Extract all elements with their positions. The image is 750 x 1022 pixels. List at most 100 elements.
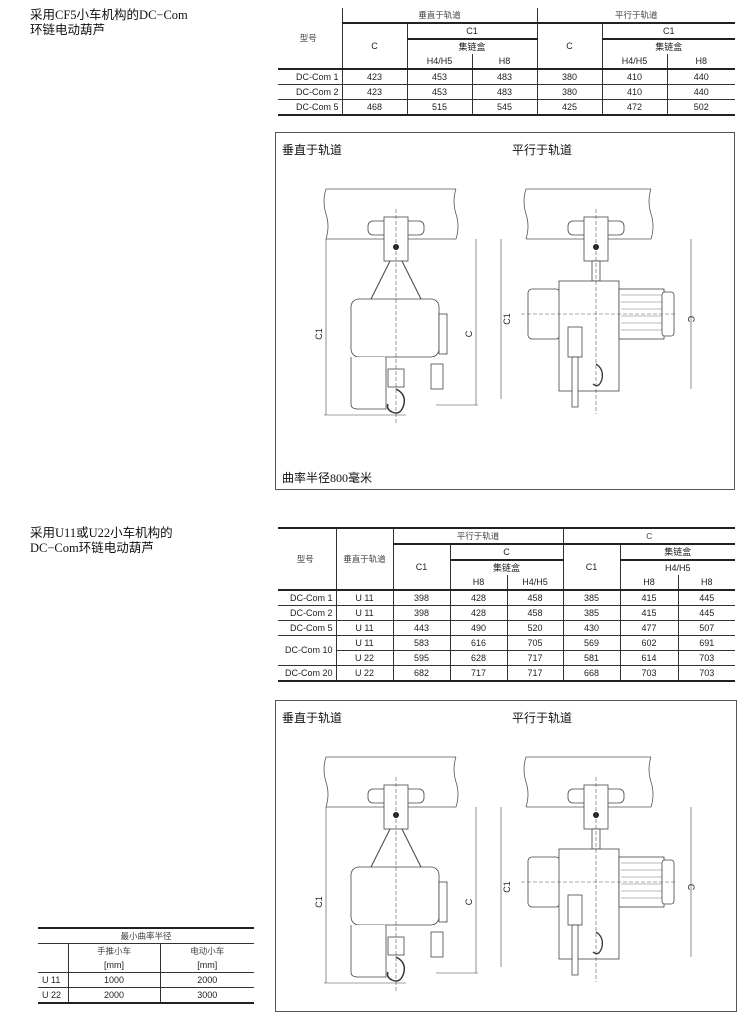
- header-manual-trolley: 手推小车: [67, 943, 160, 958]
- value-cell: 668: [562, 665, 621, 682]
- caption-radius: 曲率半径800毫米: [282, 471, 373, 485]
- suspension: [370, 828, 422, 868]
- header-parallel: 平行于轨道: [392, 527, 564, 544]
- suspension: [370, 260, 422, 300]
- header-perpendicular: 垂直于轨道: [335, 527, 393, 590]
- trolley-cell: U 22: [38, 987, 68, 1004]
- header-h45: H4/H5: [619, 559, 736, 575]
- value-cell: 398: [392, 605, 450, 621]
- header-parallel: 平行于轨道: [536, 8, 736, 23]
- gearbox: [527, 288, 561, 340]
- hoist-side: [438, 313, 448, 355]
- value-cell: 453: [406, 84, 472, 100]
- trolley-cell: U 11: [335, 635, 393, 651]
- label-parallel: 平行于轨道: [512, 143, 573, 157]
- value-cell: 581: [562, 650, 621, 666]
- value-cell: 445: [677, 605, 736, 621]
- value-cell: 628: [449, 650, 507, 666]
- trolley-cell: U 11: [38, 972, 68, 988]
- value-cell: 423: [341, 68, 407, 85]
- header-model: 型号: [278, 527, 336, 590]
- value-cell: 410: [601, 68, 668, 85]
- value-cell: 483: [471, 68, 538, 85]
- value-cell: 468: [341, 99, 407, 116]
- model-cell: DC-Com 1: [278, 589, 336, 606]
- header-model: 型号: [299, 32, 317, 43]
- value-cell: 440: [666, 68, 736, 85]
- value-cell: 415: [619, 589, 679, 606]
- header-c: C: [449, 543, 564, 560]
- value-cell: 502: [666, 99, 736, 116]
- dim-label-c1: C1: [314, 328, 324, 340]
- dim-label-c1: C1: [502, 881, 512, 893]
- value-cell: 717: [506, 665, 564, 682]
- trolley-cell: U 22: [335, 665, 393, 682]
- value-cell: 595: [392, 650, 450, 666]
- hoist-body: [350, 298, 440, 358]
- electric-value: 2000: [159, 972, 255, 988]
- header-c1: C1: [562, 543, 621, 590]
- header-perpendicular: 垂直于轨道: [341, 8, 538, 23]
- radius-title: 最小曲率半径: [38, 927, 255, 944]
- value-cell: 614: [619, 650, 679, 666]
- header-chain-box: 集链盒: [449, 559, 564, 575]
- header-h8: H8: [666, 54, 736, 69]
- model-cell: DC-Com 20: [278, 665, 336, 682]
- unit-mm: [mm]: [159, 958, 255, 973]
- section2-title: 采用U11或U22小车机构的 DC−Com环链电动葫芦: [30, 526, 173, 556]
- header-h45: H4/H5: [506, 575, 564, 590]
- value-cell: 569: [562, 635, 621, 651]
- value-cell: 616: [449, 635, 507, 651]
- unit-mm: [mm]: [67, 958, 160, 973]
- value-cell: 682: [392, 665, 450, 682]
- gearbox: [527, 856, 561, 908]
- hoist-body: [350, 866, 440, 926]
- value-cell: 717: [449, 665, 507, 682]
- value-cell: 483: [471, 84, 538, 100]
- header-c: C: [536, 22, 603, 69]
- trolley-cell: U 11: [335, 605, 393, 621]
- value-cell: 415: [619, 605, 679, 621]
- header-chain-box: 集链盒: [619, 543, 736, 560]
- value-cell: 458: [506, 605, 564, 621]
- header-electric-trolley: 电动小车: [159, 943, 255, 958]
- chain: [571, 356, 579, 408]
- model-cell: DC-Com 1: [278, 68, 342, 85]
- chain-box: [350, 357, 387, 410]
- value-cell: 385: [562, 605, 621, 621]
- value-cell: 515: [406, 99, 472, 116]
- label-parallel: 平行于轨道: [512, 711, 573, 725]
- value-cell: 477: [619, 620, 679, 636]
- header-chain-box: 集链盒: [601, 38, 736, 54]
- value-cell: 472: [601, 99, 668, 116]
- value-cell: 520: [506, 620, 564, 636]
- section1-title-line: 环链电动葫芦: [30, 23, 106, 37]
- control-panel: [567, 894, 583, 926]
- value-cell: 440: [666, 84, 736, 100]
- dim-label-c: C: [464, 898, 474, 905]
- hoist-side: [438, 881, 448, 923]
- value-cell: 703: [619, 665, 679, 682]
- manual-value: 2000: [67, 987, 160, 1004]
- value-cell: 490: [449, 620, 507, 636]
- section1-title: 采用CF5小车机构的DC−Com 环链电动葫芦: [30, 8, 188, 38]
- dimension-table-cf5: 型号 垂直于轨道 平行于轨道 C C1 C C1 集链盒 集链盒 H4/H5 H…: [278, 8, 736, 116]
- value-cell: 425: [536, 99, 603, 116]
- value-cell: 703: [677, 665, 736, 682]
- header-c-group: C: [562, 527, 736, 544]
- value-cell: 380: [536, 84, 603, 100]
- value-cell: 428: [449, 605, 507, 621]
- chain-box: [350, 925, 387, 978]
- label-perpendicular: 垂直于轨道: [282, 143, 343, 157]
